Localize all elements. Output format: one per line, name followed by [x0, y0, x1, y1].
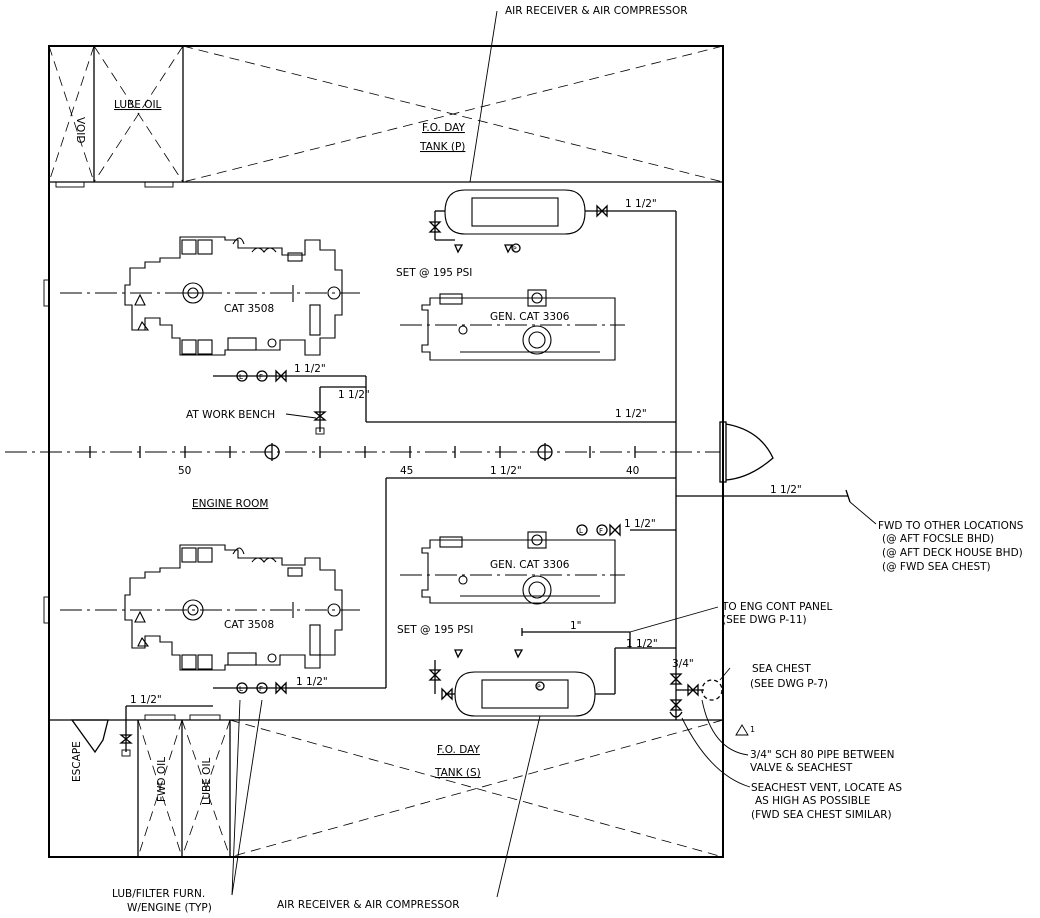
lube-oil-bottom-label: LUBE OIL — [201, 757, 213, 805]
work-bench-label: AT WORK BENCH — [186, 409, 275, 421]
eng-panel-label-2: (SEE DWG P-11) — [722, 614, 807, 626]
cat-3508-top-label: CAT 3508 — [224, 303, 274, 315]
frame-50: 50 — [178, 465, 191, 477]
air-piping — [119, 204, 851, 757]
set-psi-top-label: SET @ 195 PSI — [396, 267, 472, 279]
fwd-label-3: (@ AFT DECK HOUSE BHD) — [882, 547, 1023, 559]
air-receiver-stbd — [454, 671, 596, 717]
engine-room-label: ENGINE ROOM — [192, 498, 268, 510]
door-swing — [719, 421, 774, 483]
sea-chest-label-2: (SEE DWG P-7) — [750, 678, 828, 690]
fwd-label-4: (@ FWD SEA CHEST) — [882, 561, 991, 573]
centerlines — [5, 292, 720, 611]
vent-label-3: (FWD SEA CHEST SIMILAR) — [751, 809, 892, 821]
gauge-f-bottom: F — [259, 685, 263, 693]
frame-40: 40 — [626, 465, 639, 477]
sch80-label-2: VALVE & SEACHEST — [750, 762, 853, 774]
pipe-size-2: 1 1/2" — [294, 363, 326, 375]
generator-port — [421, 289, 616, 361]
air-receiver-port — [444, 189, 586, 235]
sch80-label-1: 3/4" SCH 80 PIPE BETWEEN — [750, 749, 894, 761]
tank-crosses — [48, 45, 724, 858]
fo-day-s-label-1: F.O. DAY — [437, 744, 480, 756]
pipe-size-5: 1 1/2" — [490, 465, 522, 477]
escape-label: ESCAPE — [71, 741, 83, 782]
escape-hatch — [70, 719, 109, 754]
sea-chest-label-1: SEA CHEST — [752, 663, 811, 675]
gauge-l-top: L — [239, 373, 243, 381]
pipe-size-10: 1 1/2" — [130, 694, 162, 706]
main-engine-port — [124, 236, 343, 356]
vent-label-2: AS HIGH AS POSSIBLE — [755, 795, 870, 807]
main-engine-stbd — [124, 544, 343, 671]
text-labels: AIR RECEIVER & AIR COMPRESSOR AIR RECEIV… — [71, 5, 1024, 914]
eng-panel-label-1: TO ENG CONT PANEL — [721, 601, 833, 613]
frame-45: 45 — [400, 465, 413, 477]
lub-filter-label-1: LUB/FILTER FURN. — [112, 888, 205, 900]
lub-filter-label-2: W/ENGINE (TYP) — [127, 902, 212, 914]
vent-label-1: SEACHEST VENT, LOCATE AS — [751, 782, 902, 794]
generator-stbd — [421, 531, 616, 605]
pipe-size-4: 1 1/2" — [615, 408, 647, 420]
gauge-l-gen: L — [579, 527, 583, 535]
leaders — [231, 10, 877, 898]
fwd-oil-label: FWD OIL — [156, 757, 168, 802]
fo-day-p-label-2: TANK (P) — [419, 141, 465, 153]
revision-mark: 1 — [750, 725, 755, 734]
filter-gauges — [236, 243, 608, 695]
gen-cat-top-label: GEN. CAT 3306 — [490, 311, 570, 323]
gauge-l-bottom: L — [239, 685, 243, 693]
fwd-label-1: FWD TO OTHER LOCATIONS — [878, 520, 1024, 532]
gen-cat-bottom-label: GEN. CAT 3306 — [490, 559, 570, 571]
gauge-p-bottom: P — [537, 684, 541, 691]
gauge-p-top: P — [513, 246, 517, 253]
pipe-size-12: 3/4" — [672, 658, 694, 670]
pipe-size-8: 1 1/2" — [626, 638, 658, 650]
set-psi-bottom-label: SET @ 195 PSI — [397, 624, 473, 636]
pipe-size-6: 1 1/2" — [770, 484, 802, 496]
pipe-size-3: 1 1/2" — [338, 389, 370, 401]
pipe-size-9: 1 1/2" — [296, 676, 328, 688]
fo-day-p-label-1: F.O. DAY — [422, 122, 465, 134]
pipe-size-11: 1" — [570, 620, 582, 632]
void-label: VOID — [74, 117, 86, 143]
gauge-f-gen: F — [599, 527, 603, 535]
air-receiver-top-label: AIR RECEIVER & AIR COMPRESSOR — [505, 5, 688, 17]
fwd-label-2: (@ AFT FOCSLE BHD) — [882, 533, 994, 545]
pipe-size-1: 1 1/2" — [625, 198, 657, 210]
lube-oil-top-label: LUBE OIL — [114, 99, 162, 111]
gauge-f-top: F — [259, 373, 263, 381]
cat-3508-bottom-label: CAT 3508 — [224, 619, 274, 631]
pipe-size-7: 1 1/2" — [624, 518, 656, 530]
air-receiver-bottom-label: AIR RECEIVER & AIR COMPRESSOR — [277, 899, 460, 911]
fo-day-s-label-2: TANK (S) — [434, 767, 481, 779]
